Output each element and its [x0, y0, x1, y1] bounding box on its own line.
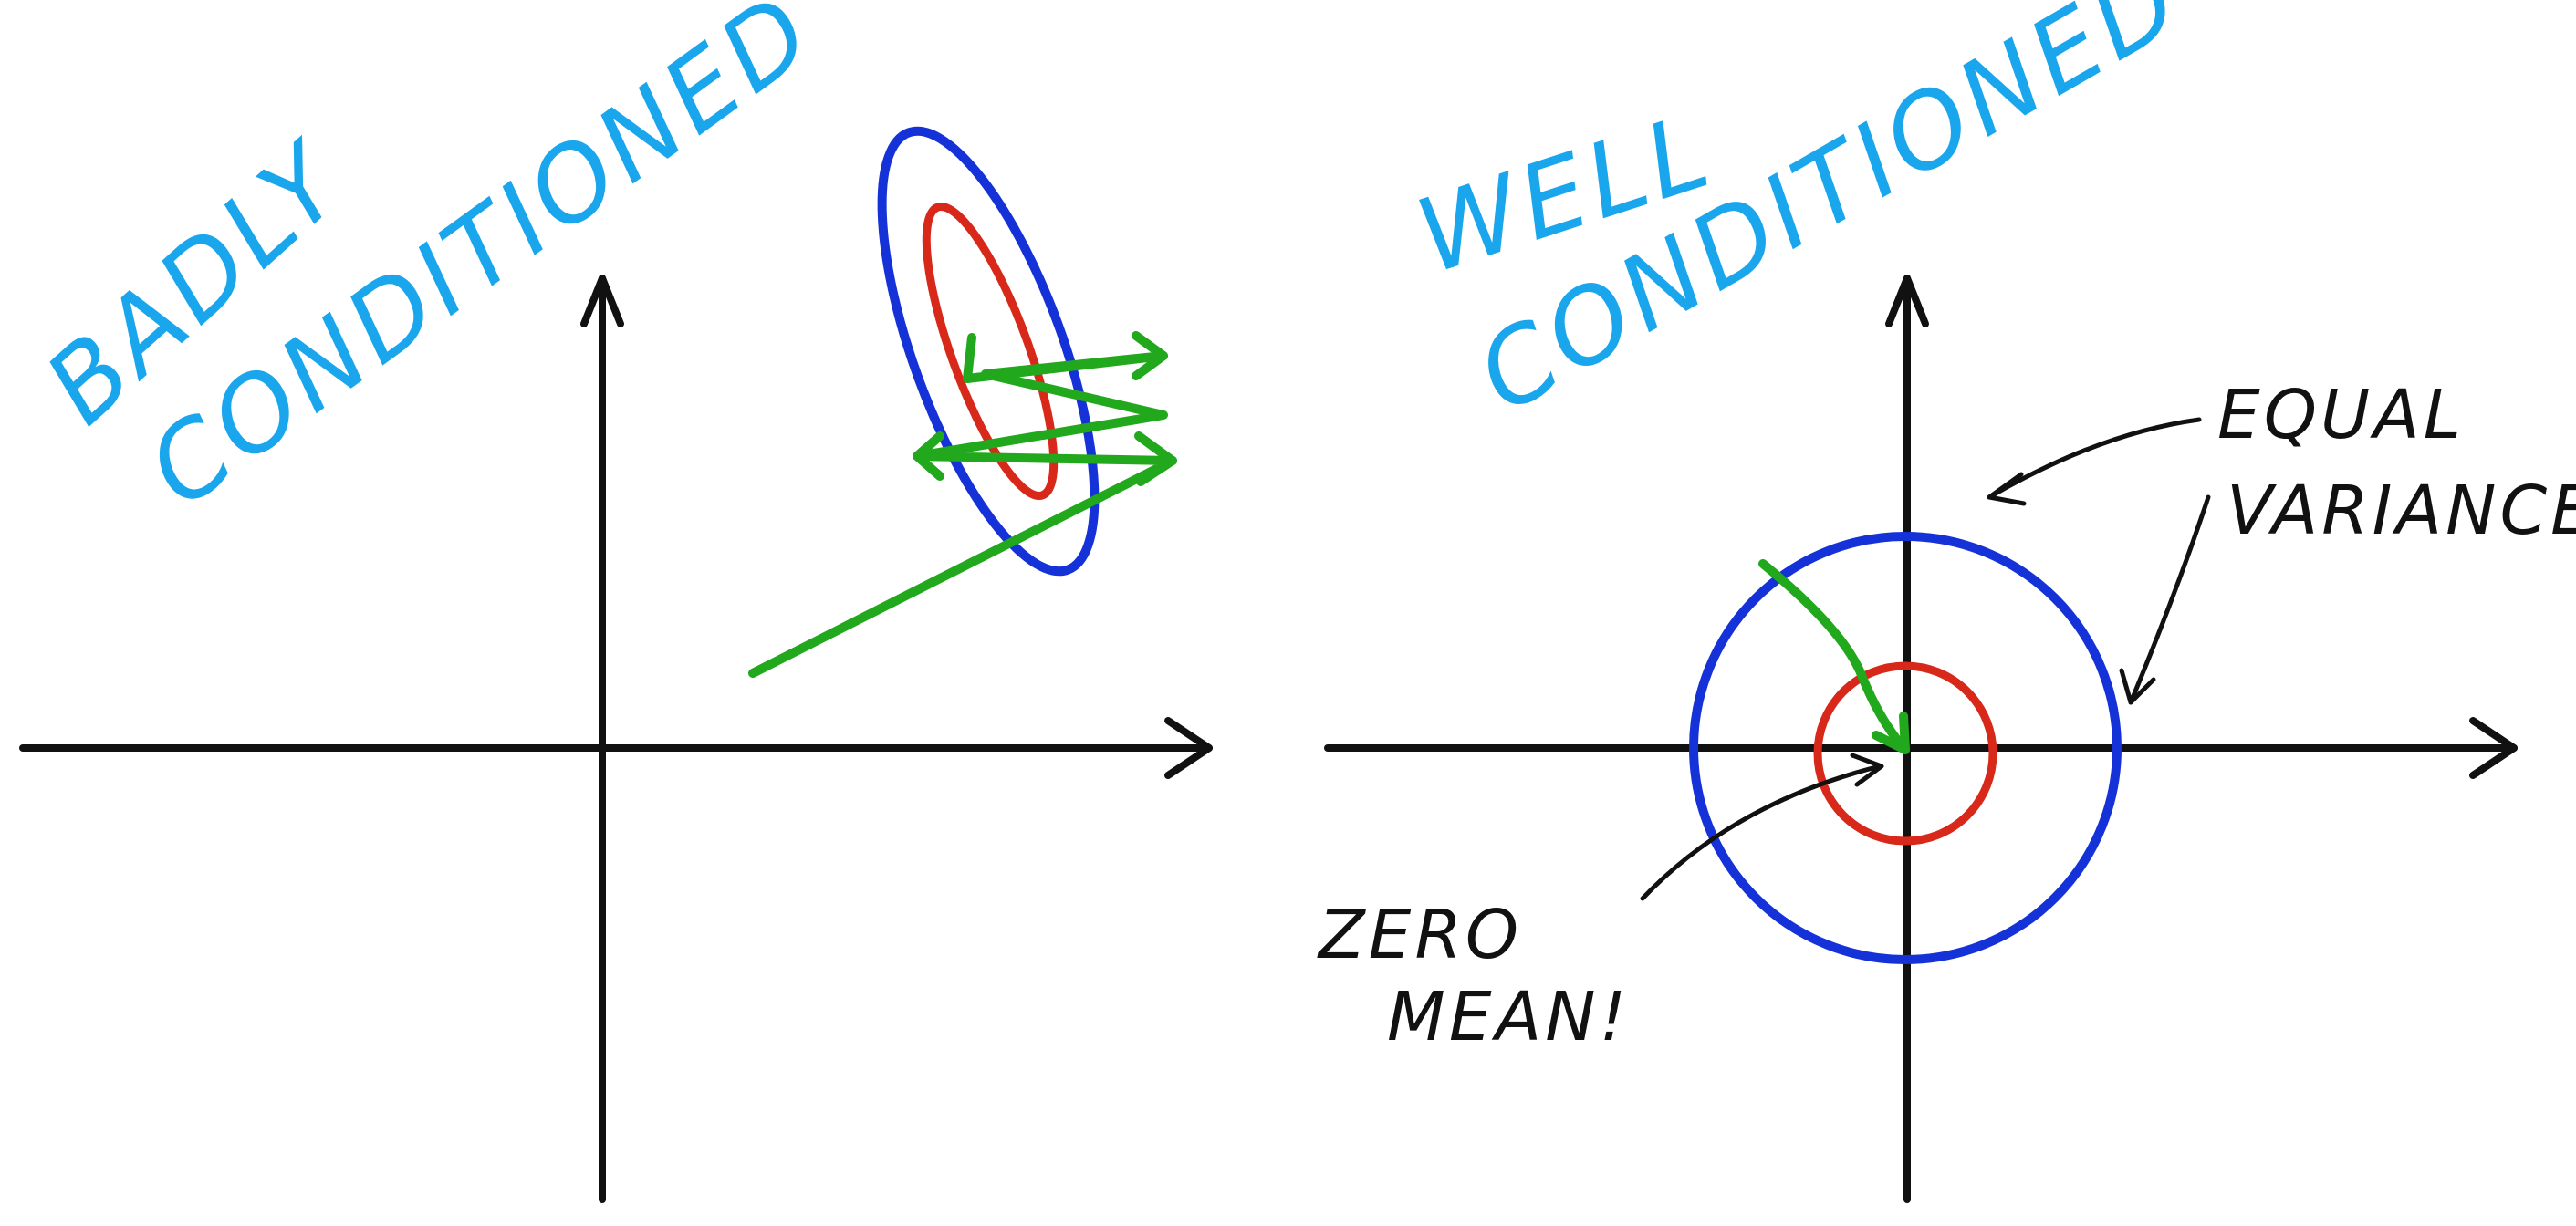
left-panel: BADLY CONDITIONED	[19, 0, 1213, 1203]
left-inner-contour	[922, 202, 1059, 501]
equal-label-line2: VARIANCE!	[2227, 472, 2576, 550]
right-inner-contour	[1813, 661, 1997, 846]
zero-label-line2: MEAN!	[1387, 978, 1630, 1056]
left-y-axis-arrowhead	[580, 275, 624, 327]
left-path-arrowhead-1	[1134, 431, 1177, 486]
equal-arrowhead-2	[2119, 668, 2156, 705]
equal-arrow-to-outer-top	[1987, 417, 2202, 500]
left-optimization-path	[748, 333, 1177, 678]
right-x-axis-arrowhead	[2469, 717, 2518, 779]
right-outer-contour	[1689, 532, 2122, 964]
equal-label-line1: EQUAL	[2217, 376, 2465, 454]
equal-arrow-to-outer-right	[2128, 494, 2211, 705]
equal-arrowhead-1	[1987, 472, 2027, 506]
zero-arrow-to-origin	[1640, 764, 1882, 901]
left-x-axis-arrowhead	[1164, 717, 1213, 779]
right-y-axis-arrowhead	[1885, 275, 1929, 327]
right-path-arrowhead	[1872, 712, 1910, 754]
left-path-arrowhead-3	[1132, 331, 1168, 380]
left-path-arrowhead-2	[913, 431, 944, 481]
zero-label-line1: ZERO	[1317, 896, 1522, 974]
left-outer-contour	[877, 126, 1100, 577]
right-optimization-path	[1758, 559, 1910, 754]
zero-arrowhead	[1850, 753, 1884, 787]
right-panel: WELL CONDITIONED EQUAL VARIANCE! ZERO ME…	[1317, 0, 2576, 1203]
